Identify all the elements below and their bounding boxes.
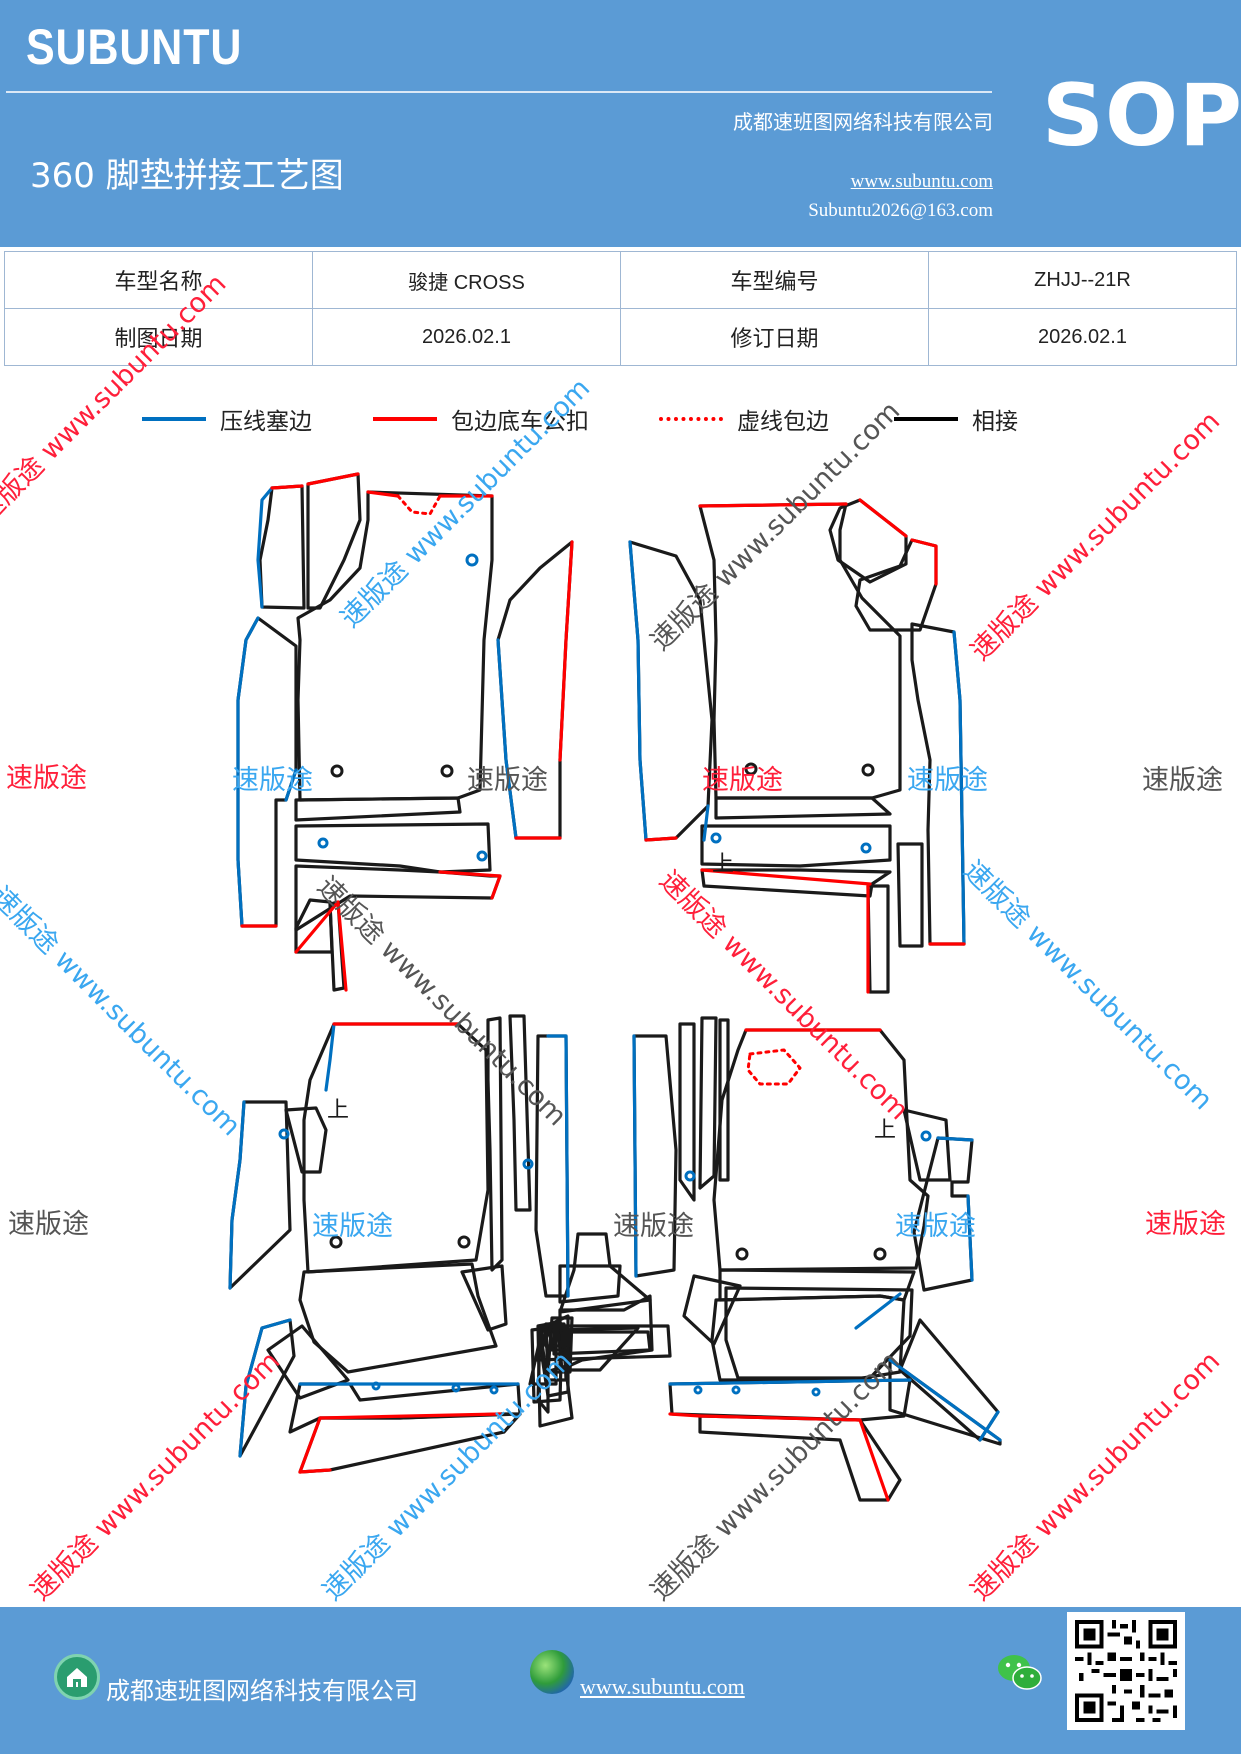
email-address: Subuntu2026@163.com [808,200,993,221]
mat-piece [682,1274,742,1346]
mat-piece [698,1414,902,1502]
mat-piece [236,616,298,928]
model-code-value: ZHJJ--21R [928,251,1237,309]
floor-mat-diagram [0,330,1241,1606]
mat-piece [714,796,892,820]
document-title: 360 脚垫拼接工艺图 [30,156,344,196]
legend-swatch [659,417,723,421]
mat-piece [238,1318,296,1458]
legend-item-edge-binding: 包边底车公扣 [373,404,589,435]
draw-date-value: 2026.02.1 [312,308,621,366]
mat-piece [700,868,892,898]
draw-date-label: 制图日期 [4,308,313,366]
mat-piece [534,1034,570,1298]
footer-company-name: 成都速班图网络科技有限公司 [106,1677,418,1705]
mat-piece [544,1322,568,1382]
footer-website-link[interactable]: www.subuntu.com [580,1674,745,1699]
legend-item-press-line: 压线塞边 [142,404,312,435]
mat-piece [912,1136,974,1292]
mat-piece [508,1014,532,1212]
legend-item-joint: 相接 [894,404,1018,435]
mat-piece [460,1264,508,1332]
mat-piece [258,484,306,610]
mat-piece [700,824,892,868]
legend-swatch [373,417,437,421]
mat-piece [558,1264,622,1304]
mat-piece [558,1232,652,1314]
mat-piece [298,1412,522,1474]
mat-piece [632,1034,678,1278]
mat-piece [698,502,902,800]
legend-item-dotted-binding: 虚线包边 [659,404,829,435]
table-row: 车型名称 骏捷 CROSS 车型编号 ZHJJ--21R [4,251,1237,309]
vehicle-info-table: 车型名称 骏捷 CROSS 车型编号 ZHJJ--21R 制图日期 2026.0… [4,251,1237,366]
legend-swatch [142,417,206,421]
website-link[interactable]: www.subuntu.com [850,171,993,192]
mat-piece [668,1378,912,1422]
mat-piece [710,1294,906,1382]
mat-piece [296,490,494,802]
model-name-value: 骏捷 CROSS [312,251,621,309]
mat-piece [302,1022,490,1274]
mat-piece [678,1022,696,1202]
mat-piece [896,842,924,948]
mat-piece [902,1108,952,1182]
legend-swatch [894,417,958,421]
wechat-icon [996,1652,1044,1694]
mat-piece [284,1106,328,1174]
model-code-label: 车型编号 [620,251,929,309]
header-divider [6,91,992,93]
mat-piece [294,796,462,822]
header-band [0,0,1241,247]
model-name-label: 车型名称 [4,251,313,309]
mat-piece [486,1016,504,1272]
mat-piece [854,538,938,632]
mat-piece [866,884,890,994]
mat-piece [288,1382,522,1434]
mat-piece [548,1326,570,1352]
home-icon [54,1654,100,1700]
mat-piece [724,1286,914,1380]
revision-date-value: 2026.02.1 [928,308,1237,366]
company-name: 成都速班图网络科技有限公司 [733,110,993,134]
mat-piece [266,1324,350,1400]
mat-piece [712,1028,930,1272]
mat-piece [534,1324,672,1362]
globe-icon [530,1650,574,1694]
brand-logo: SUBUNTU [26,19,243,75]
mat-piece [828,498,908,584]
mat-piece [718,1018,730,1182]
mat-piece [294,864,502,932]
mat-piece [306,472,362,610]
revision-date-label: 修订日期 [620,308,929,366]
table-row: 制图日期 2026.02.1 修订日期 2026.02.1 [4,308,1237,366]
sop-badge: SOP [1042,66,1241,166]
mat-piece [698,1016,718,1190]
mat-piece [898,1318,1000,1442]
qr-code [1067,1612,1185,1730]
